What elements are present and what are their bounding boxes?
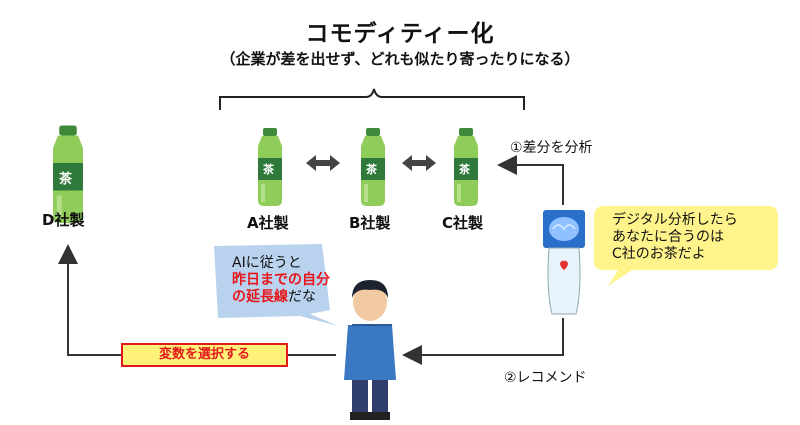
ai-speech-line1: デジタル分析したら bbox=[612, 212, 738, 228]
bottle-c-label: 茶 bbox=[459, 163, 470, 176]
person-icon bbox=[344, 280, 396, 420]
person-speech-line3: の延長線だな bbox=[232, 289, 332, 306]
step-recommend: ②レコメンド bbox=[504, 370, 587, 386]
label-a: A社製 bbox=[247, 214, 289, 232]
double-arrow-ab-icon bbox=[306, 155, 340, 171]
double-arrow-bc-icon bbox=[402, 155, 436, 171]
arrow-to-c bbox=[497, 155, 564, 205]
person-speech-bubble bbox=[214, 244, 338, 326]
bottle-b-label: 茶 bbox=[366, 163, 377, 176]
ai-speech-line3: C社のお茶だよ bbox=[612, 246, 706, 262]
banner-select-variable: 変数を選択する bbox=[121, 343, 288, 367]
ai-speech-bubble bbox=[594, 206, 778, 286]
ai-robot-icon bbox=[543, 210, 585, 315]
person-speech-line3-red: の延長線 bbox=[232, 289, 288, 305]
arrow-to-person bbox=[402, 318, 564, 365]
label-d: D社製 bbox=[42, 211, 85, 229]
step-diff: ①差分を分析 bbox=[510, 140, 593, 156]
person-speech-text: AIに従うと 昨日までの自分 の延長線だな bbox=[232, 255, 332, 306]
label-b: B社製 bbox=[349, 214, 391, 232]
person-speech-line1: AIに従うと bbox=[232, 255, 302, 271]
brace bbox=[219, 88, 525, 110]
person-speech-line2: 昨日までの自分 bbox=[232, 272, 330, 288]
page-title: コモディティー化 bbox=[305, 21, 495, 47]
label-c: C社製 bbox=[442, 214, 484, 232]
person-speech-line3-tail: だな bbox=[288, 289, 316, 305]
ai-speech-text: デジタル分析したら あなたに合うのは C社のお茶だよ bbox=[612, 212, 772, 263]
bottle-a-label: 茶 bbox=[263, 163, 274, 176]
bottle-d-label: 茶 bbox=[59, 172, 73, 187]
ai-speech-line2: あなたに合うのは bbox=[612, 229, 724, 245]
page-subtitle: （企業が差を出せず、どれも似たり寄ったりになる） bbox=[220, 50, 580, 68]
